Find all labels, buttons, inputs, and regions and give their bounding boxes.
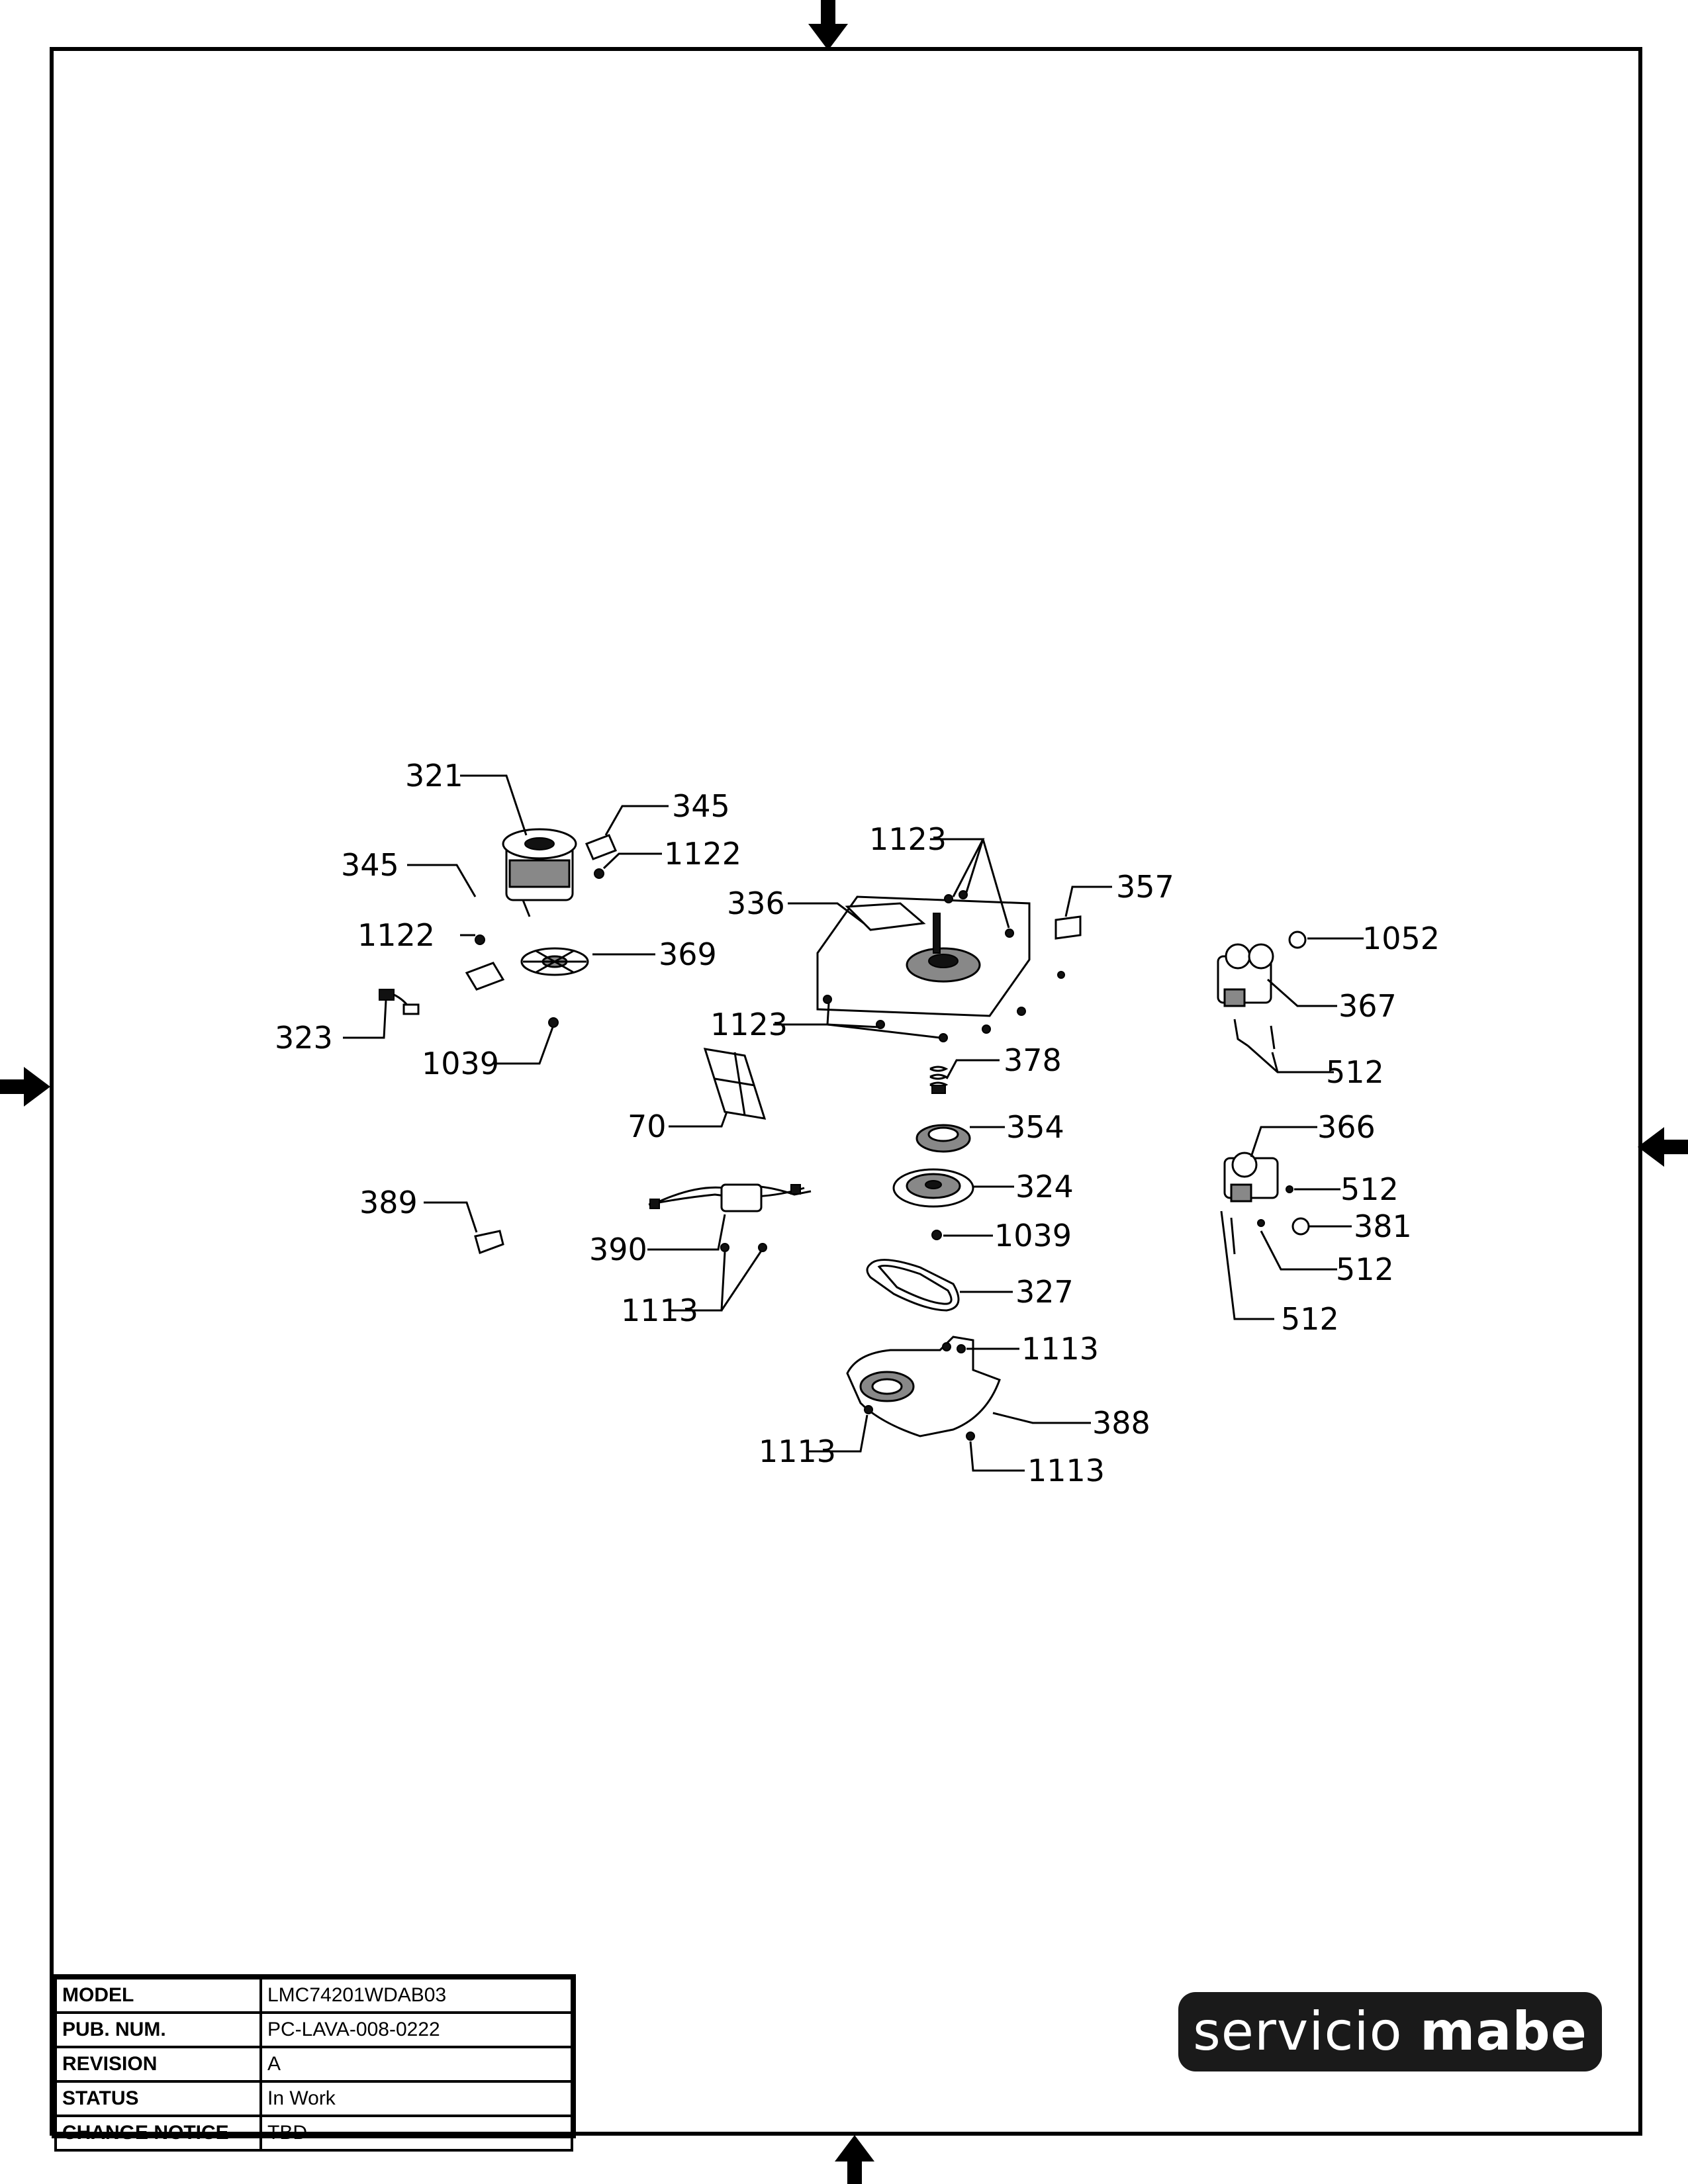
screw-part-1113-a [720,1243,767,1252]
title-block-row: CHANGE NOTICE TBD [54,2115,573,2152]
callout-378: 378 [1004,1042,1062,1078]
callout-1122-left: 1122 [357,917,435,953]
title-block-row: STATUS In Work [54,2080,573,2117]
callout-1113-base-top: 1113 [1021,1331,1099,1367]
revision-value: A [259,2046,573,2083]
callout-327: 327 [1015,1274,1074,1310]
model-label: MODEL [54,1977,262,2014]
callout-1122-right: 1122 [664,836,741,872]
label-sheet-part-70 [703,1048,767,1120]
callout-324: 324 [1015,1169,1074,1205]
registration-arrow-top [808,0,848,50]
callout-labels: 321 345 345 1122 1122 369 323 1039 1123 … [275,758,1440,1488]
water-valve-part-366 [1223,1152,1279,1203]
bracket-part-389 [474,1230,504,1254]
callout-512-upper: 512 [1326,1054,1384,1090]
logo-word-mabe: mabe [1420,2001,1587,2062]
callout-512-lower: 512 [1336,1251,1394,1287]
pub-num-value: PC-LAVA-008-0222 [259,2011,573,2048]
screw-part-1122 [475,868,604,945]
water-valve-part-367 [1217,943,1274,1007]
callout-345-left: 345 [341,847,399,883]
wire-terminal-part-512-a [1233,1019,1276,1050]
callout-345-top: 345 [672,788,730,824]
screw-part-1039-b [931,1230,942,1240]
callout-1123-top: 1123 [869,821,947,857]
screw-part-1113-b [864,1344,975,1441]
callout-1039-left: 1039 [422,1046,499,1081]
callout-357: 357 [1116,869,1174,905]
registration-arrow-right [1638,1127,1688,1167]
clamp-part-381 [1291,1217,1310,1236]
motor-part-321 [502,828,577,917]
callout-323: 323 [275,1020,333,1056]
title-block-row: PUB. NUM. PC-LAVA-008-0222 [54,2011,573,2048]
title-block-row: REVISION A [54,2046,573,2083]
title-block-table: MODEL LMC74201WDAB03 PUB. NUM. PC-LAVA-0… [54,1977,573,2152]
fan-pulley-part-369 [520,947,589,976]
callout-1113-base-left: 1113 [759,1433,836,1469]
wire-terminal-part-512-b [1220,1185,1293,1255]
callout-366: 366 [1317,1109,1376,1145]
base-cover-part-388 [846,1336,1001,1437]
screw-part-1039 [548,1017,559,1028]
callout-390: 390 [589,1232,647,1267]
motor-mount-part-345 [465,834,618,991]
callout-354: 354 [1006,1109,1064,1145]
callout-369: 369 [659,936,717,972]
status-label: STATUS [54,2080,262,2117]
callout-336: 336 [727,886,785,921]
gear-part-354 [915,1124,971,1153]
status-value: In Work [259,2080,573,2117]
spring-part-378 [929,1066,949,1094]
callout-321: 321 [405,758,463,794]
title-block: MODEL LMC74201WDAB03 PUB. NUM. PC-LAVA-0… [52,1974,576,2152]
logo-word-servicio: servicio [1193,2001,1403,2062]
change-notice-value: TBD [259,2115,573,2152]
callout-512-valve: 512 [1340,1171,1399,1207]
harness-part-390 [648,1183,812,1212]
clip-part-357 [1055,915,1082,979]
wire-part-323 [379,989,420,1015]
callout-388: 388 [1092,1405,1150,1441]
transmission-base-part-336 [816,895,1031,1017]
callout-381: 381 [1354,1208,1412,1244]
pulley-part-324 [892,1168,974,1208]
belt-part-327 [866,1259,960,1312]
servicio-mabe-logo: servicio mabe [1178,1992,1602,2071]
callout-70: 70 [628,1109,667,1144]
callout-1123-left: 1123 [710,1007,788,1042]
callout-367: 367 [1338,988,1397,1024]
callout-512-bottom: 512 [1281,1301,1339,1337]
callout-1113-base-bottom: 1113 [1027,1453,1105,1488]
callout-1113-harness: 1113 [621,1293,698,1328]
registration-arrow-bottom [835,2135,874,2184]
callout-389: 389 [359,1185,418,1220]
pub-num-label: PUB. NUM. [54,2011,262,2048]
change-notice-label: CHANGE NOTICE [54,2115,262,2152]
callout-1052: 1052 [1362,921,1440,956]
drawing-border [50,47,1642,2136]
callout-1039-center: 1039 [994,1218,1072,1253]
title-block-row: MODEL LMC74201WDAB03 [54,1977,573,2014]
registration-arrow-left [0,1067,50,1107]
clamp-part-1052 [1288,931,1307,949]
revision-label: REVISION [54,2046,262,2083]
leader-lines [343,774,1364,1472]
model-value: LMC74201WDAB03 [259,1977,573,2014]
